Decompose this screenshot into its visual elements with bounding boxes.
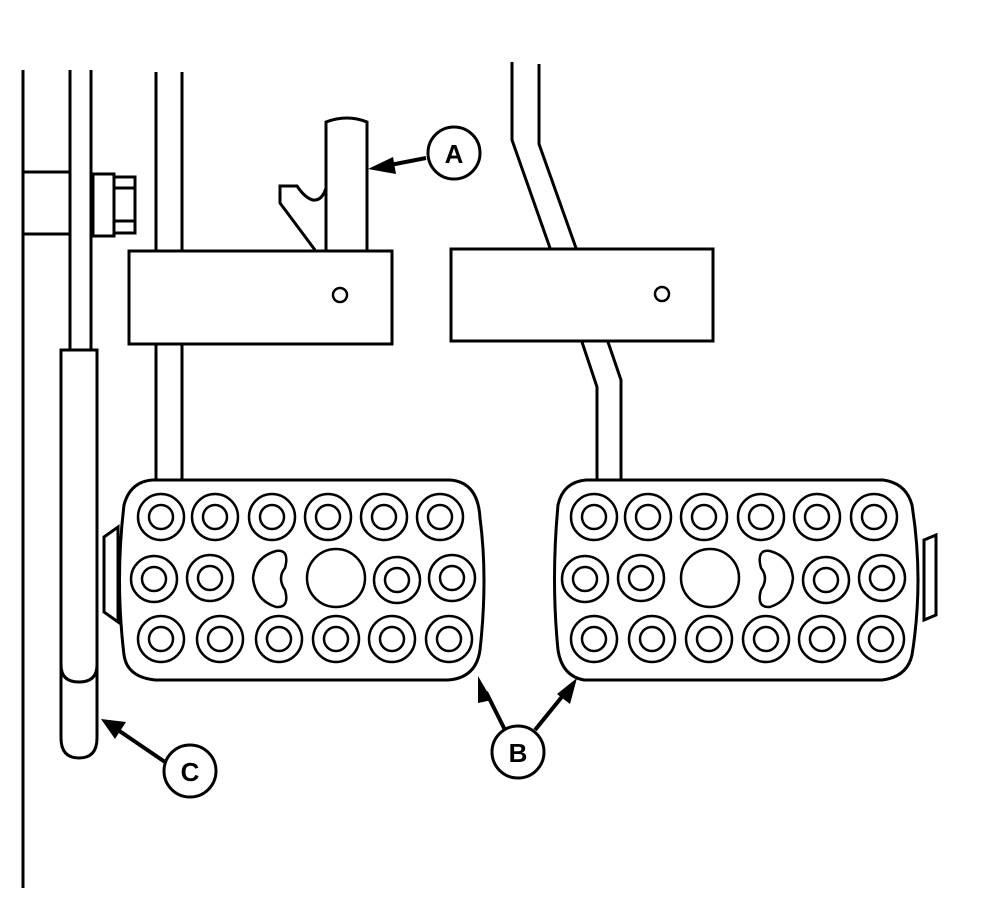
right-crossbar-block — [449, 247, 715, 343]
nut-face — [112, 175, 137, 235]
right-block-hole — [653, 285, 671, 303]
right-arm-lower-b — [606, 341, 623, 480]
callout-a: A — [368, 125, 482, 181]
callout-label-c: C — [181, 757, 200, 787]
lever-handle-grip — [59, 348, 99, 760]
right-arm-lower-a — [580, 341, 599, 480]
latch-hook — [278, 122, 328, 251]
left-crossbar-block — [127, 249, 394, 346]
grip-ring — [59, 664, 99, 684]
latch-post — [324, 116, 369, 250]
callout-b: B — [478, 676, 577, 780]
left-block-hole — [331, 286, 349, 304]
left-pedal-pad — [102, 478, 486, 682]
callout-c: C — [101, 719, 218, 799]
frame-bracket — [21, 170, 72, 236]
right-arm-upper-b — [537, 64, 578, 249]
callout-label-a: A — [445, 139, 464, 169]
nut-body — [91, 172, 116, 238]
right-pedal-pad — [553, 478, 938, 682]
right-arm-upper-a — [510, 62, 552, 249]
callout-label-b: B — [509, 738, 528, 768]
